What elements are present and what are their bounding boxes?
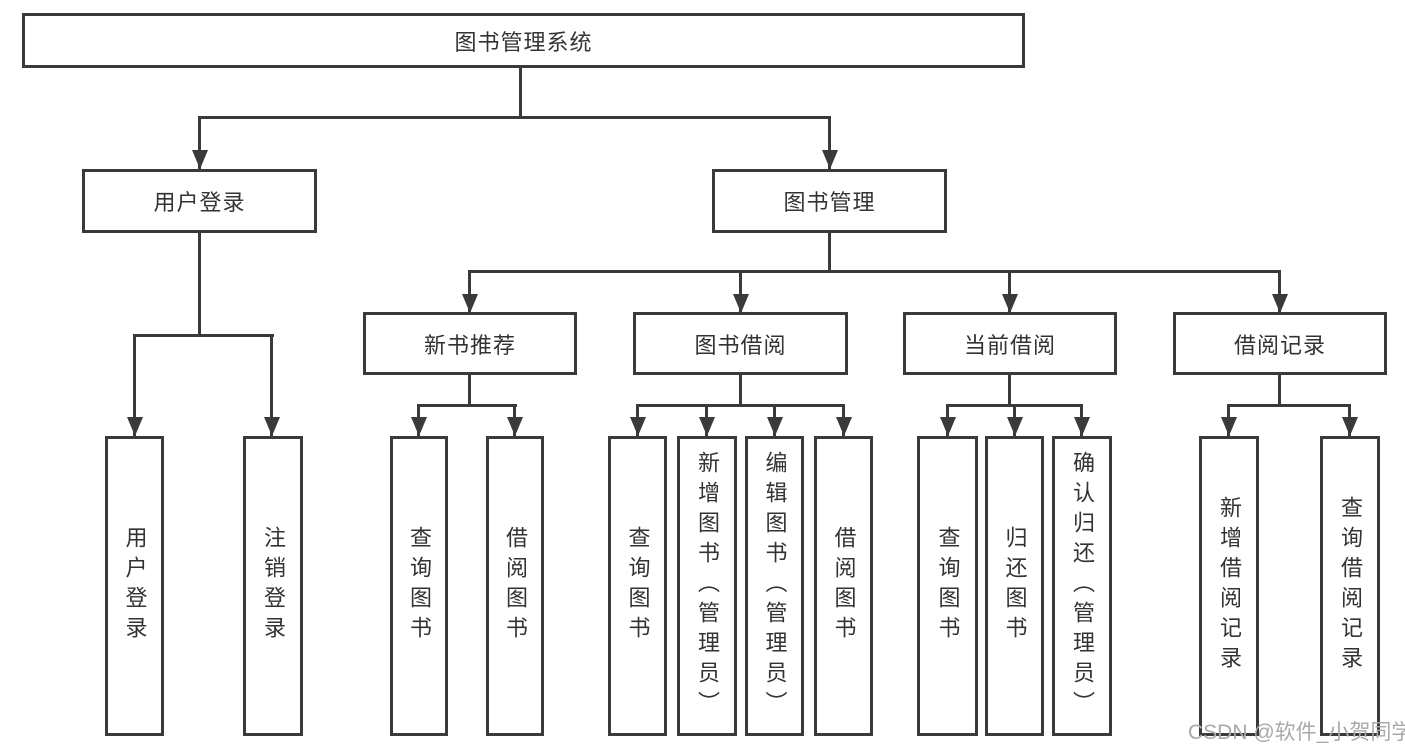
arrow-to-book-management — [828, 118, 831, 169]
connector-bb-rail — [636, 404, 845, 407]
leaf-br-query-record: 查询借阅记录 — [1320, 436, 1380, 736]
node-book-borrow: 图书借阅 — [633, 312, 848, 375]
node-library-system: 图书管理系统 — [22, 13, 1025, 68]
arrow-br-add — [1227, 406, 1230, 436]
arrow-bb-query — [636, 406, 639, 436]
connector-cb-stem — [1008, 375, 1011, 406]
csdn-watermark: CSDN @软件_小贺同学 — [1188, 721, 1405, 744]
arrow-bb-borrow — [842, 406, 845, 436]
arrow-to-leaf-login — [133, 336, 136, 436]
connector-root-stem — [519, 68, 522, 118]
leaf-bb-query-book-label: 查询图书 — [625, 526, 651, 646]
leaf-bb-edit-book-admin: 编辑图书（管理员） — [745, 436, 804, 736]
arrow-nb-borrow — [513, 406, 516, 436]
leaf-nb-borrow-book: 借阅图书 — [486, 436, 544, 736]
arrow-to-leaf-logout — [270, 336, 273, 436]
leaf-cb-return-book: 归还图书 — [985, 436, 1044, 736]
leaf-br-add-record: 新增借阅记录 — [1199, 436, 1259, 736]
leaf-br-add-record-label: 新增借阅记录 — [1217, 496, 1242, 676]
node-current-borrow-label: 当前借阅 — [963, 332, 1056, 358]
node-user-login-label: 用户登录 — [153, 190, 246, 215]
arrow-to-current-borrow — [1008, 272, 1011, 313]
arrow-cb-confirm — [1080, 406, 1083, 436]
leaf-bb-edit-book-admin-label: 编辑图书（管理员） — [762, 451, 788, 721]
leaf-nb-query-book-label: 查询图书 — [407, 526, 432, 646]
arrow-to-new-book-rec — [468, 272, 471, 313]
leaf-bb-add-book-admin: 新增图书（管理员） — [677, 436, 737, 736]
node-borrow-record-label: 借阅记录 — [1233, 332, 1326, 358]
leaf-cb-confirm-return-admin-label: 确认归还（管理员） — [1070, 451, 1095, 721]
connector-ul-stem — [198, 233, 201, 336]
leaf-br-query-record-label: 查询借阅记录 — [1338, 496, 1363, 676]
leaf-cb-confirm-return-admin: 确认归还（管理员） — [1052, 436, 1112, 736]
node-new-book-recommend: 新书推荐 — [363, 312, 577, 375]
node-book-management: 图书管理 — [712, 169, 947, 233]
node-library-system-label: 图书管理系统 — [454, 29, 593, 55]
connector-root-rail — [198, 116, 831, 119]
arrow-to-borrow-record — [1278, 272, 1281, 313]
leaf-bb-borrow-book-label: 借阅图书 — [831, 526, 857, 646]
connector-nb-stem — [468, 375, 471, 406]
connector-bb-stem — [739, 375, 742, 406]
node-new-book-recommend-label: 新书推荐 — [423, 332, 516, 358]
connector-br-stem — [1278, 375, 1281, 406]
node-book-management-label: 图书管理 — [783, 190, 876, 215]
leaf-logout: 注销登录 — [243, 436, 303, 736]
leaf-cb-return-book-label: 归还图书 — [1002, 526, 1028, 646]
arrow-to-user-login — [198, 118, 201, 169]
leaf-nb-borrow-book-label: 借阅图书 — [503, 526, 528, 646]
node-current-borrow: 当前借阅 — [903, 312, 1117, 375]
arrow-nb-query — [417, 406, 420, 436]
node-borrow-record: 借阅记录 — [1173, 312, 1387, 375]
leaf-bb-add-book-admin-label: 新增图书（管理员） — [695, 451, 720, 721]
arrow-bb-edit — [773, 406, 776, 436]
leaf-logout-label: 注销登录 — [261, 526, 286, 646]
arrow-to-book-borrow — [739, 272, 742, 313]
leaf-cb-query-book: 查询图书 — [917, 436, 978, 736]
connector-bm-stem — [828, 233, 831, 272]
node-user-login: 用户登录 — [82, 169, 317, 233]
connector-nb-rail — [417, 404, 517, 407]
connector-br-rail — [1227, 404, 1351, 407]
leaf-bb-query-book: 查询图书 — [608, 436, 667, 736]
arrow-cb-return — [1013, 406, 1016, 436]
leaf-bb-borrow-book: 借阅图书 — [814, 436, 873, 736]
leaf-user-login: 用户登录 — [105, 436, 164, 736]
connector-ul-rail — [133, 334, 274, 337]
arrow-bb-add — [705, 406, 708, 436]
arrow-br-query — [1348, 406, 1351, 436]
connector-bm-rail — [468, 270, 1281, 273]
leaf-nb-query-book: 查询图书 — [390, 436, 448, 736]
arrow-cb-query — [946, 406, 949, 436]
leaf-cb-query-book-label: 查询图书 — [935, 526, 961, 646]
leaf-user-login-label: 用户登录 — [122, 526, 148, 646]
node-book-borrow-label: 图书借阅 — [694, 332, 787, 358]
